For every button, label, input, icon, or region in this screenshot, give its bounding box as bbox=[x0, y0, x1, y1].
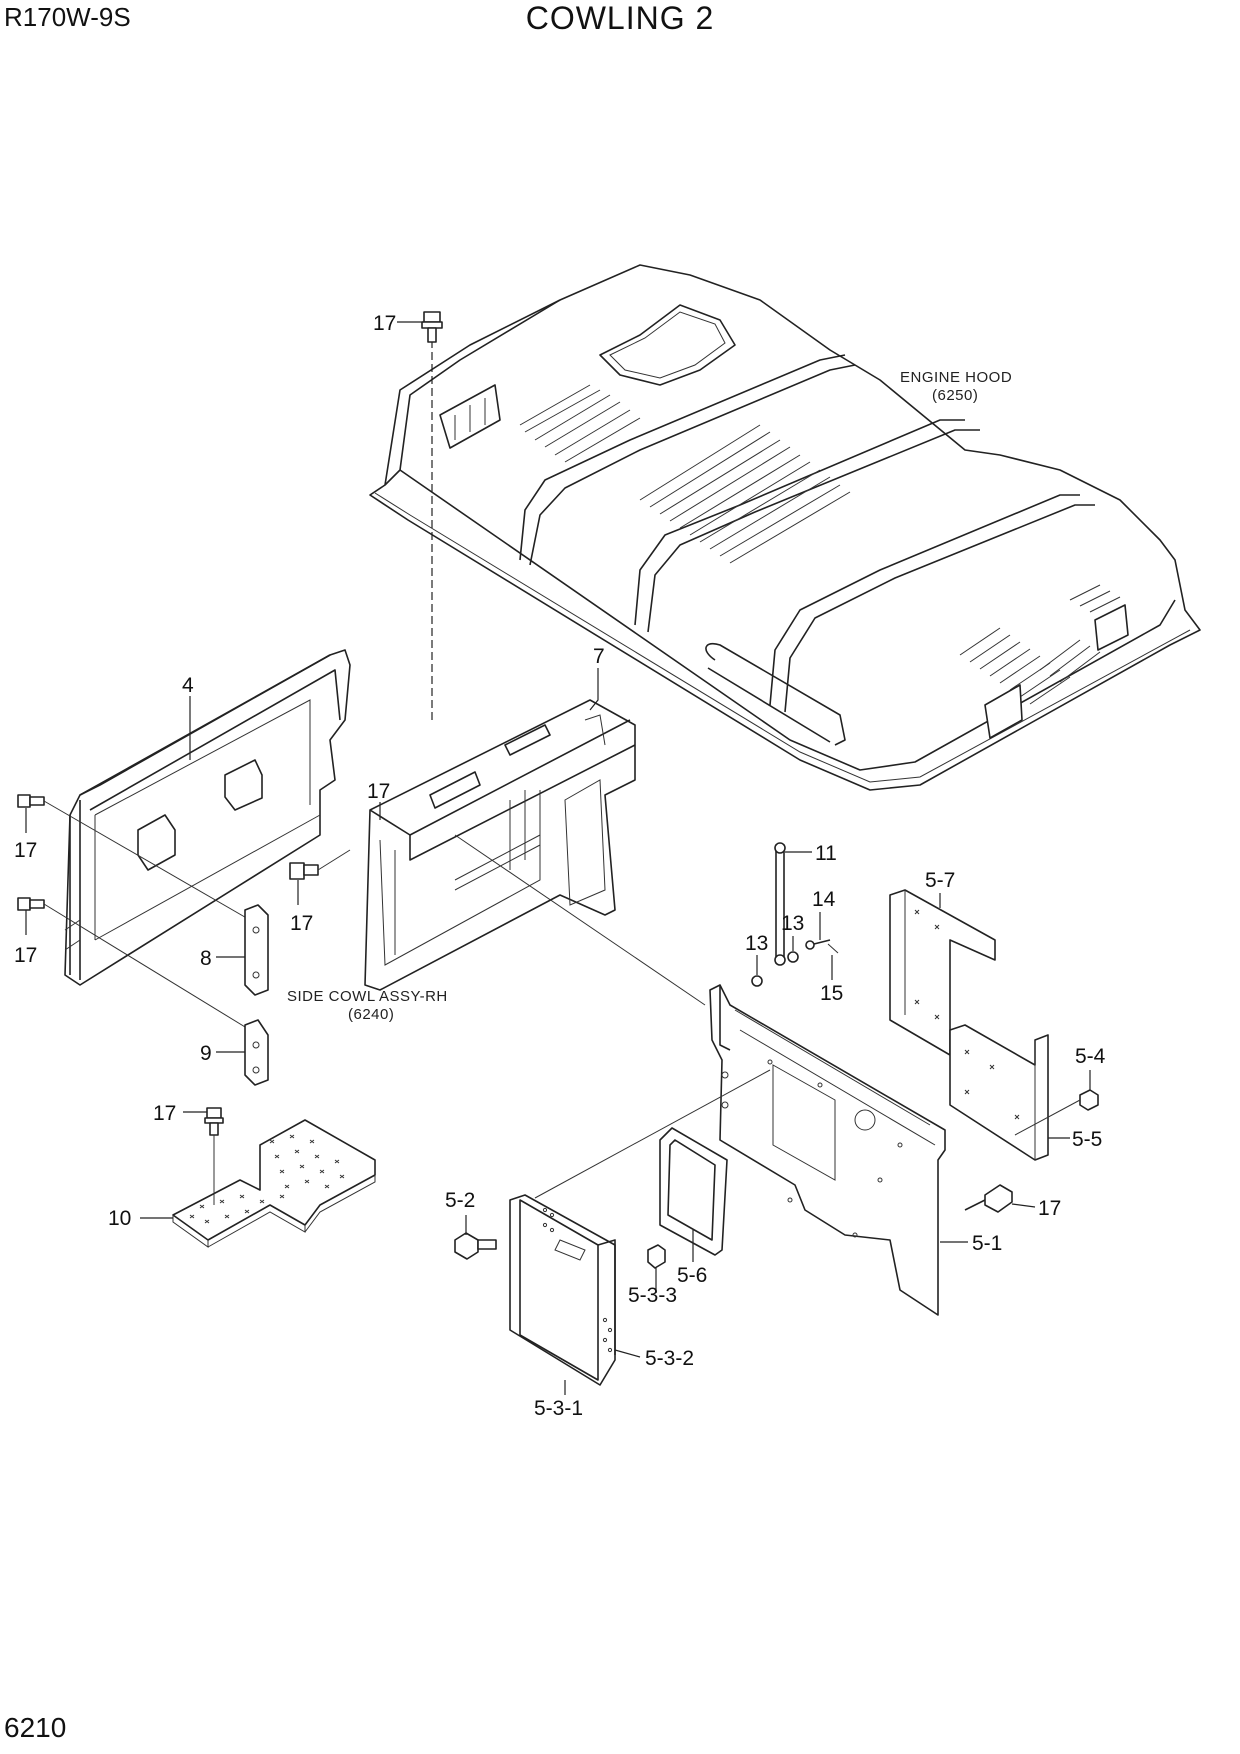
pin-14 bbox=[805, 939, 831, 950]
callout-13-a: 13 bbox=[745, 932, 768, 955]
callout-5-7: 5-7 bbox=[925, 869, 955, 892]
callout-5-3-1: 5-3-1 bbox=[534, 1397, 583, 1420]
bolt-17-top bbox=[421, 311, 443, 343]
note-side-cowl-ref: (6240) bbox=[348, 1006, 394, 1023]
cover-door-5-3 bbox=[509, 1194, 616, 1386]
callout-14: 14 bbox=[812, 888, 836, 911]
bracket-9 bbox=[244, 1019, 269, 1086]
page-title: COWLING 2 bbox=[525, 0, 715, 36]
gasket-5-6 bbox=[659, 1127, 728, 1256]
bolt-5-2 bbox=[454, 1232, 497, 1260]
callout-5-6: 5-6 bbox=[677, 1264, 707, 1287]
callout-5-2: 5-2 bbox=[445, 1189, 475, 1212]
callout-5-4: 5-4 bbox=[1075, 1045, 1106, 1068]
stay-rod-11 bbox=[774, 842, 786, 966]
callout-5-1: 5-1 bbox=[972, 1232, 1002, 1255]
bolt-17-bracket bbox=[289, 849, 351, 880]
side-cover-4 bbox=[64, 649, 351, 986]
callout-15: 15 bbox=[820, 982, 843, 1005]
clip-15 bbox=[827, 943, 839, 954]
cover-panel-5-1 bbox=[709, 984, 946, 1316]
callout-8: 8 bbox=[200, 947, 212, 970]
callout-17-mid: 17 bbox=[367, 780, 390, 803]
callout-13-b: 13 bbox=[781, 912, 804, 935]
note-side-cowl: SIDE COWL ASSY-RH bbox=[287, 988, 448, 1005]
plate-5-5 bbox=[949, 1024, 1049, 1161]
callout-7: 7 bbox=[593, 645, 605, 668]
callout-11: 11 bbox=[815, 842, 837, 865]
callout-17-top: 17 bbox=[373, 312, 396, 335]
bolt-17-plate bbox=[204, 1107, 224, 1136]
washers-13 bbox=[751, 951, 799, 987]
callout-17-left-b: 17 bbox=[14, 944, 37, 967]
bracket-8 bbox=[244, 904, 269, 996]
side-cowl-box-7 bbox=[364, 699, 636, 991]
callout-17-bracket: 17 bbox=[290, 912, 313, 935]
callout-5-3-2: 5-3-2 bbox=[645, 1347, 694, 1370]
nut-5-4 bbox=[1079, 1089, 1099, 1111]
callout-10: 10 bbox=[108, 1207, 131, 1230]
callout-4: 4 bbox=[182, 674, 194, 697]
note-engine-hood-ref: (6250) bbox=[932, 387, 978, 404]
note-engine-hood: ENGINE HOOD bbox=[900, 369, 1012, 386]
callout-5-3-3: 5-3-3 bbox=[628, 1284, 677, 1307]
page-number: 6210 bbox=[4, 1712, 67, 1743]
callout-17-plate: 17 bbox=[153, 1102, 176, 1125]
bolts-17-left bbox=[17, 794, 45, 911]
callout-5-5: 5-5 bbox=[1072, 1128, 1102, 1151]
engine-hood bbox=[369, 264, 1201, 791]
step-plate-10 bbox=[172, 1119, 376, 1248]
callout-9: 9 bbox=[200, 1042, 212, 1065]
nut-5-3-3 bbox=[647, 1244, 666, 1269]
callout-17-left-a: 17 bbox=[14, 839, 37, 862]
plate-5-7 bbox=[889, 889, 996, 1056]
bolt-17-right bbox=[964, 1184, 1013, 1213]
callout-17-right: 17 bbox=[1038, 1197, 1061, 1220]
model-number: R170W-9S bbox=[4, 2, 131, 32]
